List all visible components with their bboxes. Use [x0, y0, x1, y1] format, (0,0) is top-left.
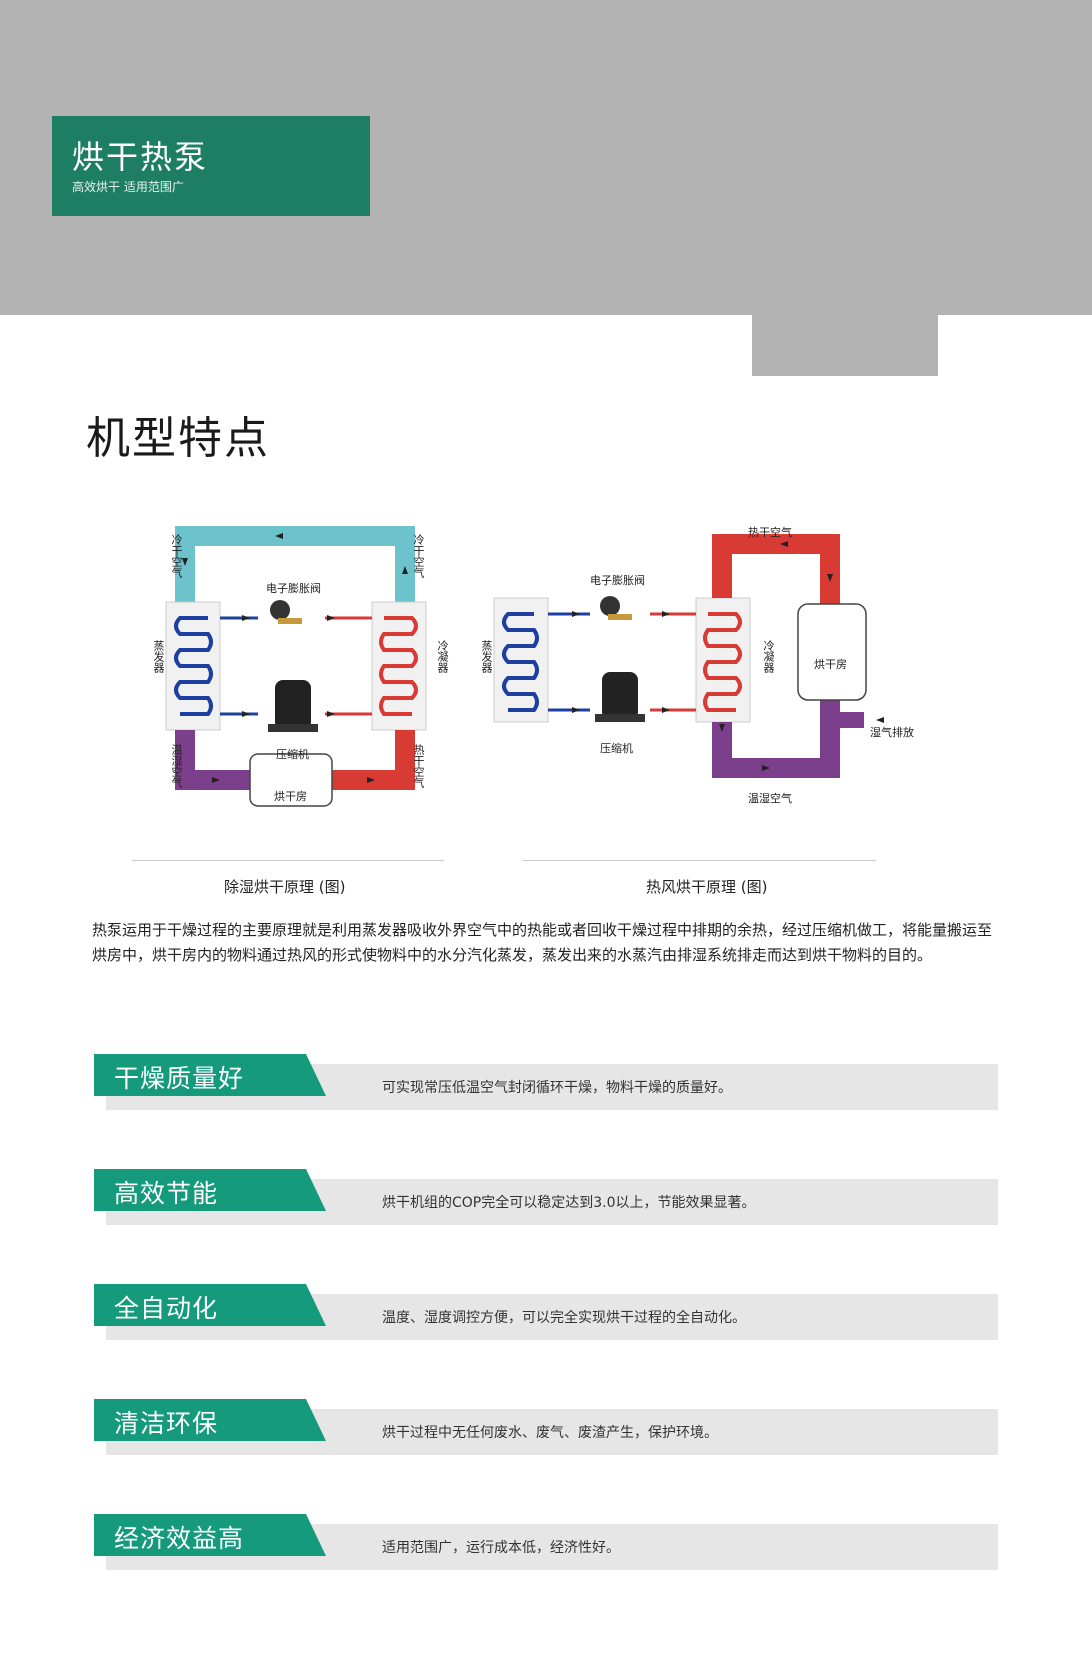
- label-humid-exhaust: 湿气排放: [870, 726, 914, 739]
- label-evaporator-right: 蒸发器: [480, 640, 493, 673]
- compressor-icon: [595, 672, 645, 722]
- hot-air-duct: [712, 534, 840, 604]
- hero-title: 烘干热泵: [72, 138, 209, 176]
- label-compressor-left: 压缩机: [276, 748, 309, 761]
- humid-air-duct: [175, 730, 250, 790]
- feature-tab: 高效节能: [94, 1169, 326, 1211]
- feature-desc: 烘干过程中无任何废水、废气、废渣产生，保护环境。: [382, 1425, 718, 1441]
- drying-room-box: [797, 603, 867, 701]
- expansion-valve-icon: [600, 596, 632, 620]
- label-cold-dry-air-left: 冷干空气: [170, 534, 183, 578]
- diagram-divider-left: [132, 860, 444, 861]
- dehumidify-drying-diagram: [165, 526, 427, 807]
- label-drying-room-right: 烘干房: [814, 658, 847, 671]
- expansion-valve-icon: [270, 600, 302, 624]
- feature-desc: 温度、湿度调控方便，可以完全实现烘干过程的全自动化。: [382, 1310, 746, 1326]
- label-hot-dry-air-left: 热干空气: [412, 744, 425, 788]
- feature-title: 高效节能: [114, 1179, 219, 1208]
- caption-hot-air: 热风烘干原理 (图): [646, 878, 768, 896]
- feature-tab: 经济效益高: [94, 1514, 326, 1556]
- evaporator-tube: [174, 616, 213, 716]
- feature-tab: 清洁环保: [94, 1399, 326, 1441]
- drying-room-box: [249, 753, 333, 807]
- label-expansion-valve-left: 电子膨胀阀: [266, 582, 321, 595]
- condenser-tube: [379, 616, 418, 716]
- feature-tab: 干燥质量好: [94, 1054, 326, 1096]
- hero-subtitle: 高效烘干 适用范围广: [72, 180, 184, 194]
- feature-title: 干燥质量好: [114, 1064, 245, 1093]
- label-expansion-valve-right: 电子膨胀阀: [590, 574, 645, 587]
- humid-air-duct: [712, 700, 840, 778]
- label-hot-dry-air-right: 热干空气: [748, 526, 792, 539]
- label-evaporator-left: 蒸发器: [152, 640, 165, 673]
- feature-title: 清洁环保: [114, 1409, 219, 1438]
- exhaust-outlet: [840, 712, 864, 728]
- principle-paragraph: 热泵运用于干燥过程的主要原理就是利用蒸发器吸收外界空气中的热能或者回收干燥过程中…: [92, 921, 993, 964]
- label-drying-room-left: 烘干房: [274, 790, 307, 803]
- label-cold-dry-air-right: 冷干空气: [412, 534, 425, 578]
- heat-pump-unit-image: [752, 86, 938, 376]
- section-title: 机型特点: [86, 413, 270, 464]
- diagram-divider-right: [522, 860, 876, 861]
- hot-air-duct: [330, 730, 415, 790]
- caption-dehumidify: 除湿烘干原理 (图): [224, 878, 346, 896]
- feature-desc: 适用范围广，运行成本低，经济性好。: [382, 1540, 620, 1556]
- label-compressor-right: 压缩机: [600, 742, 633, 755]
- label-warm-humid-air-left: 温湿空气: [170, 744, 183, 788]
- feature-tab: 全自动化: [94, 1284, 326, 1326]
- feature-title: 经济效益高: [114, 1524, 245, 1553]
- hot-air-drying-diagram: [493, 534, 884, 778]
- label-condenser-left: 冷凝器: [436, 640, 449, 673]
- compressor-icon: [268, 680, 318, 732]
- label-warm-humid-air-right: 温湿空气: [748, 792, 792, 805]
- feature-title: 全自动化: [114, 1294, 219, 1323]
- feature-desc: 烘干机组的COP完全可以稳定达到3.0以上，节能效果显著。: [382, 1195, 756, 1211]
- label-condenser-right: 冷凝器: [762, 640, 775, 673]
- hero-title-box: [52, 116, 370, 216]
- feature-desc: 可实现常压低温空气封闭循环干燥，物料干燥的质量好。: [382, 1080, 732, 1096]
